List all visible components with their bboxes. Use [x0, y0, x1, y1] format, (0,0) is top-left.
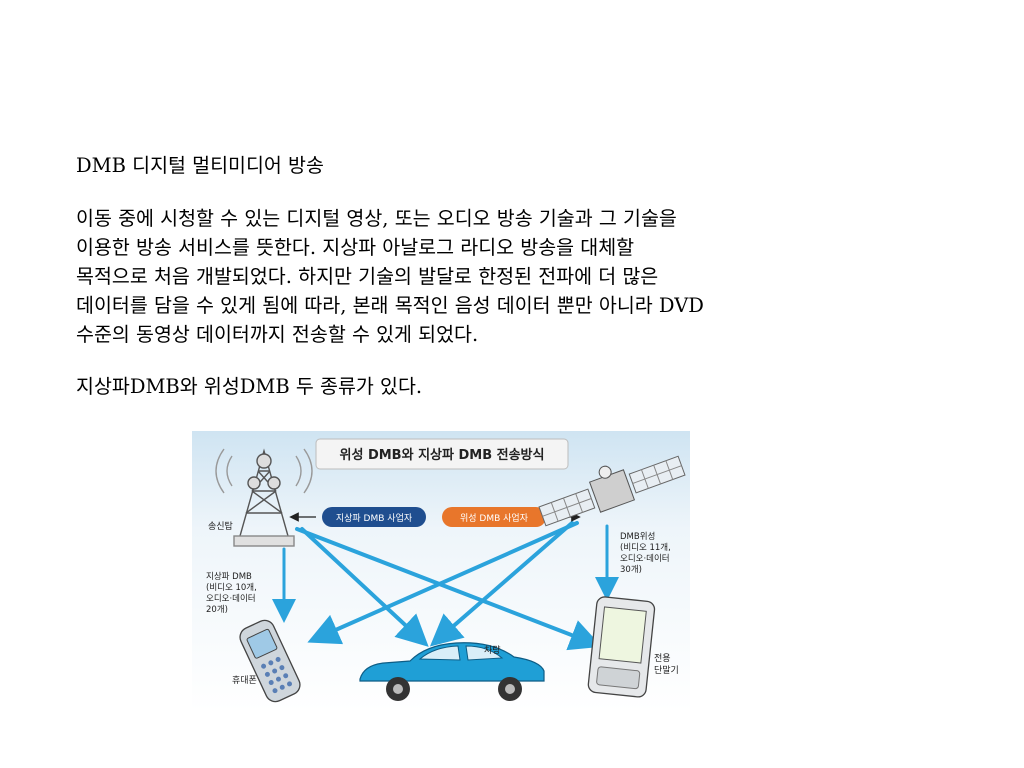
- paragraph-line: 이용한 방송 서비스를 뜻한다. 지상파 아날로그 라디오 방송을 대체할: [76, 236, 635, 259]
- terrestrial-info-line: 지상파 DMB: [206, 571, 252, 582]
- types-paragraph: 지상파DMB와 위성DMB 두 종류가 있다.: [76, 375, 423, 398]
- car-icon: [359, 642, 545, 701]
- paragraph-line: 목적으로 처음 개발되었다. 하지만 기술의 발달로 한정된 전파에 더 많은: [76, 265, 659, 288]
- dmb-transmission-diagram: 위성 DMB와 지상파 DMB 전송방식 송신탑 지상파 DMB 사업자 위성 …: [192, 431, 690, 712]
- satellite-icon: [538, 455, 686, 527]
- paragraph-line: 데이터를 담을 수 있게 됨에 따라, 본래 목적인 음성 데이터 뿐만 아니라…: [76, 294, 704, 317]
- satellite-operator-label: 위성 DMB 사업자: [460, 513, 529, 524]
- terrestrial-info: 지상파 DMB (비디오 10개, 오디오·데이터 20개): [206, 571, 257, 615]
- satellite-operator-badge: [442, 507, 546, 527]
- phone-label: 휴대폰: [232, 675, 257, 686]
- satellite-info-line: 30개): [620, 564, 642, 575]
- dedicated-terminal-icon: [587, 596, 656, 698]
- description-paragraph: 이동 중에 시청할 수 있는 디지털 영상, 또는 오디오 방송 기술과 그 기…: [76, 204, 704, 349]
- terrestrial-info-line: (비디오 10개,: [206, 582, 257, 593]
- paragraph-line: 수준의 동영상 데이터까지 전송할 수 있게 되었다.: [76, 323, 479, 346]
- terminal-label-line: 단말기: [654, 664, 679, 676]
- broadcast-beams: [272, 521, 619, 651]
- satellite-info-line: (비디오 11개,: [620, 542, 671, 553]
- beam: [300, 527, 429, 647]
- terminal-label-line: 전용: [654, 653, 671, 664]
- beam: [429, 521, 574, 647]
- car-label: 차량: [484, 644, 501, 656]
- figure-title: 위성 DMB와 지상파 DMB 전송방식: [340, 447, 545, 463]
- broadcast-tower-icon: [215, 448, 313, 547]
- tower-label: 송신탑: [208, 520, 233, 532]
- beam: [307, 521, 579, 645]
- satellite-info: DMB위성 (비디오 11개, 오디오·데이터 30개): [620, 532, 671, 575]
- mobile-phone-icon: [239, 619, 301, 703]
- terrestrial-info-line: 20개): [206, 604, 228, 615]
- terrestrial-operator-label: 지상파 DMB 사업자: [336, 513, 413, 524]
- paragraph-line: 이동 중에 시청할 수 있는 디지털 영상, 또는 오디오 방송 기술과 그 기…: [76, 207, 677, 230]
- figure-title-banner: 위성 DMB와 지상파 DMB 전송방식: [315, 438, 569, 470]
- page-title: DMB 디지털 멀티미디어 방송: [76, 154, 324, 177]
- satellite-info-line: 오디오·데이터: [620, 553, 670, 564]
- terrestrial-operator-badge: [322, 507, 426, 527]
- terrestrial-info-line: 오디오·데이터: [206, 593, 256, 604]
- satellite-info-line: DMB위성: [620, 532, 655, 542]
